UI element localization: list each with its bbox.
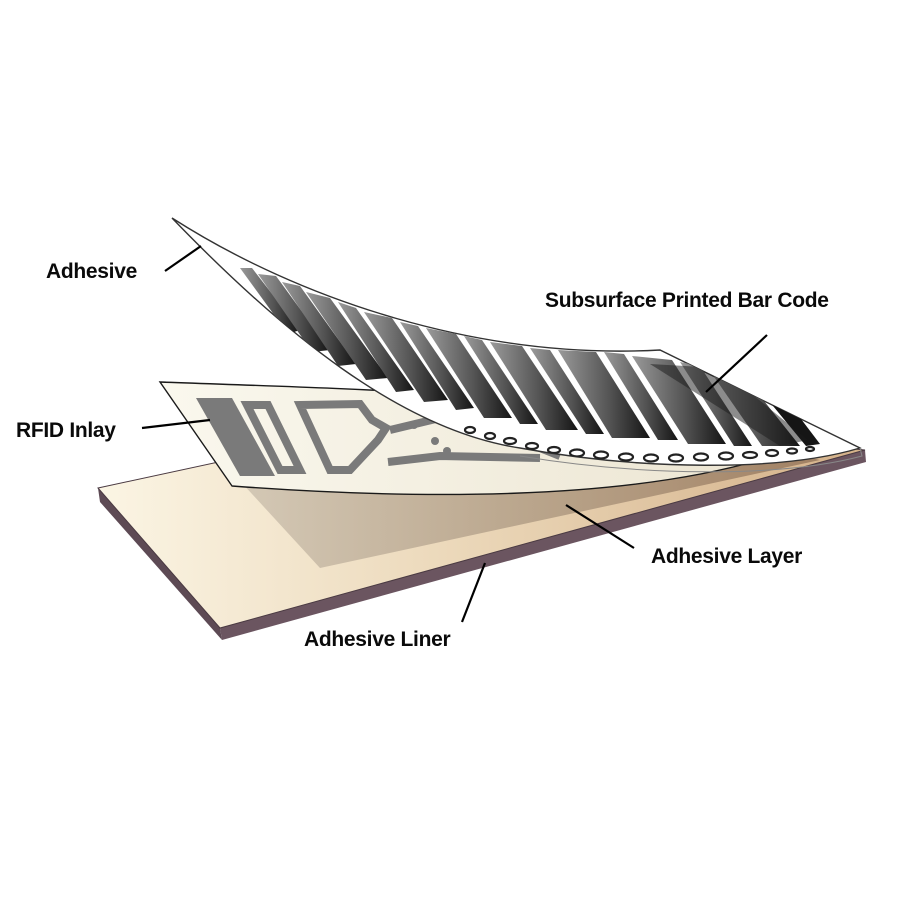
leader-rfid-inlay	[141, 418, 211, 430]
adhesive-face-stock	[171, 217, 863, 473]
label-subsurface-bar-code: Subsurface Printed Bar Code	[545, 289, 829, 312]
subsurface-bar-code	[240, 268, 820, 463]
label-adhesive-layer: Adhesive Layer	[651, 545, 803, 568]
leader-adhesive-layer	[565, 504, 635, 549]
leader-adhesive	[164, 245, 202, 272]
leader-barcode	[705, 334, 768, 393]
leader-lines	[141, 245, 768, 623]
label-rfid-inlay: RFID Inlay	[16, 419, 116, 442]
label-adhesive: Adhesive	[46, 260, 137, 283]
leader-adhesive-liner	[460, 562, 487, 623]
label-adhesive-liner: Adhesive Liner	[304, 628, 451, 651]
